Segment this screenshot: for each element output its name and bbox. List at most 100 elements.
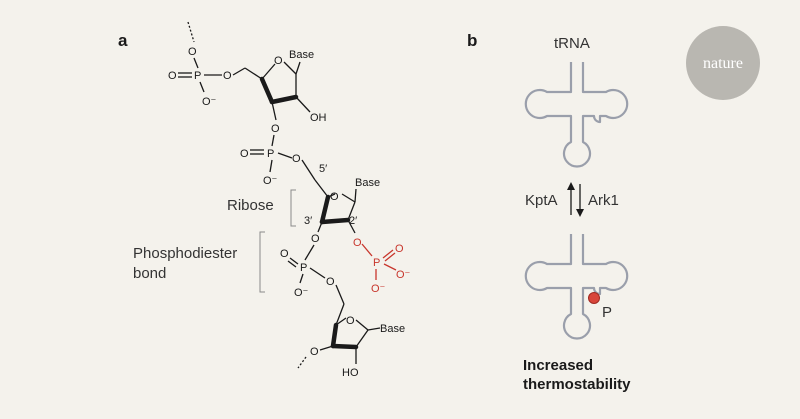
bond: [271, 134, 275, 147]
arrow-down-head: [576, 209, 584, 217]
result-label-line2: thermostability: [523, 376, 631, 393]
lower-phosphate-o-double: O: [280, 248, 289, 260]
bond: [383, 263, 397, 271]
bond: [193, 57, 199, 69]
bond: [259, 76, 275, 105]
bottom-hydroxyl: HO: [342, 367, 359, 379]
phosphodiester-bracket: [259, 231, 265, 293]
bond: [301, 159, 316, 181]
two-prime-phosphate-p: P: [373, 257, 380, 269]
lower-phosphate-group: P O O⁻ O: [280, 244, 345, 305]
bond: [361, 243, 373, 257]
bond: [277, 152, 293, 159]
top-phosphate-group: O P O O⁻ O: [168, 21, 246, 108]
lower-phosphate-o-ester: O: [326, 276, 335, 288]
middle-3prime-oxygen: O: [311, 233, 320, 245]
top-3prime-oxygen: O: [271, 123, 280, 135]
bond: [341, 193, 356, 203]
top-phosphate-p: P: [194, 70, 201, 82]
two-prime-phosphate-group: O P O O⁻ O⁻: [347, 219, 411, 295]
three-prime-label: 3′: [304, 215, 312, 227]
ribose-bracket: [290, 189, 296, 227]
five-prime-label: 5′: [319, 163, 327, 175]
top-phosphate-o-ester: O: [223, 70, 232, 82]
lower-phosphate-p: P: [300, 262, 307, 274]
bond: [287, 260, 297, 268]
bottom-3prime-oxygen: O: [310, 346, 319, 358]
bond: [384, 252, 396, 262]
middle-phosphate-p: P: [267, 148, 274, 160]
bond: [283, 61, 297, 75]
bond: [354, 188, 357, 203]
ribose-label: Ribose: [227, 197, 274, 214]
panel-b-label: b: [467, 31, 477, 50]
bond: [347, 219, 356, 234]
bond: [347, 201, 356, 221]
bond: [295, 61, 301, 75]
bond: [271, 101, 277, 121]
bond: [355, 319, 369, 331]
chain-continuation-bottom: [297, 356, 307, 369]
bottom-ring-oxygen: O: [346, 315, 355, 327]
bond: [317, 221, 323, 233]
lower-phosphate-o-minus: O⁻: [294, 287, 309, 299]
bond: [382, 249, 394, 259]
nature-logo-text: nature: [703, 55, 743, 72]
enzyme-kpta-label: KptA: [525, 192, 558, 209]
top-phosphate-o-upper: O: [188, 46, 197, 58]
bond: [269, 94, 299, 105]
bond: [319, 345, 334, 351]
bond: [244, 67, 263, 80]
top-ring-oxygen: O: [274, 55, 283, 67]
chain-continuation-top: [187, 21, 195, 43]
top-ribose-ring: O Base OH O: [244, 49, 327, 135]
middle-phosphate-o-minus: O⁻: [263, 175, 278, 187]
trna-bottom-cloverleaf: [524, 234, 629, 340]
bond: [295, 96, 311, 113]
bond: [319, 217, 351, 225]
arrow-up-head: [567, 182, 575, 190]
bond: [355, 329, 369, 348]
middle-base-label: Base: [355, 177, 380, 189]
phosphate-dot: [588, 292, 600, 304]
result-label-line1: Increased: [523, 357, 593, 374]
bond: [335, 303, 345, 326]
top-base-label: Base: [289, 49, 314, 61]
phosphodiester-label-line2: bond: [133, 265, 166, 282]
phosphate-label: P: [602, 304, 612, 321]
nature-logo[interactable]: nature: [686, 26, 760, 100]
bond: [319, 194, 331, 225]
phosphodiester-label-line1: Phosphodiester: [133, 245, 237, 262]
bond: [335, 284, 345, 305]
bottom-ribose-ring: O Base O HO: [297, 303, 405, 379]
two-prime-phosphate-o-minus-bottom: O⁻: [371, 283, 386, 295]
top-phosphate-o-double: O: [168, 70, 177, 82]
two-prime-phosphate-o-minus-right: O⁻: [396, 269, 411, 281]
trna-label: tRNA: [554, 35, 590, 52]
bond: [367, 327, 381, 331]
two-prime-label: 2′: [349, 215, 357, 227]
trna-top-cloverleaf: [524, 62, 629, 168]
middle-phosphate-group: P O O⁻ O 5′: [240, 134, 327, 187]
bond: [199, 81, 205, 93]
bond: [299, 273, 304, 284]
bond: [314, 179, 329, 198]
nature-logo-circle: [686, 26, 760, 100]
bond: [289, 257, 299, 265]
bond: [269, 159, 273, 173]
bottom-base-label: Base: [380, 323, 405, 335]
reversible-arrows: [567, 182, 584, 217]
middle-ribose-ring: O Base 3′ 2′ O: [304, 177, 380, 245]
bond: [261, 63, 276, 80]
enzyme-ark1-label: Ark1: [588, 192, 619, 209]
two-prime-phosphate-o-double: O: [395, 243, 404, 255]
panel-a-label: a: [118, 31, 128, 50]
bond: [309, 267, 326, 279]
bond: [304, 244, 315, 261]
middle-phosphate-o-double: O: [240, 148, 249, 160]
bond: [330, 343, 359, 350]
two-prime-oxygen: O: [353, 237, 362, 249]
top-phosphate-o-minus: O⁻: [202, 96, 217, 108]
top-hydroxyl: OH: [310, 112, 327, 124]
